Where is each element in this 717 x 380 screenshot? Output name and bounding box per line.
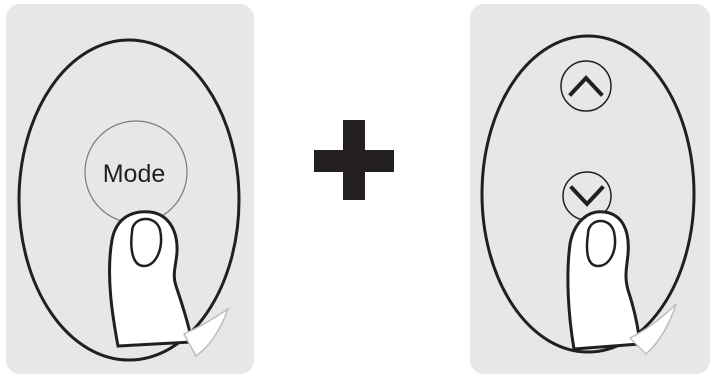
left-remote-illustration: Mode	[6, 4, 254, 374]
left-remote-panel: Mode	[6, 4, 254, 374]
mode-button-label: Mode	[103, 160, 166, 188]
right-remote-illustration	[470, 4, 710, 374]
right-remote-panel	[470, 4, 710, 374]
plus-vertical-bar	[343, 120, 365, 200]
plus-icon	[314, 120, 394, 200]
